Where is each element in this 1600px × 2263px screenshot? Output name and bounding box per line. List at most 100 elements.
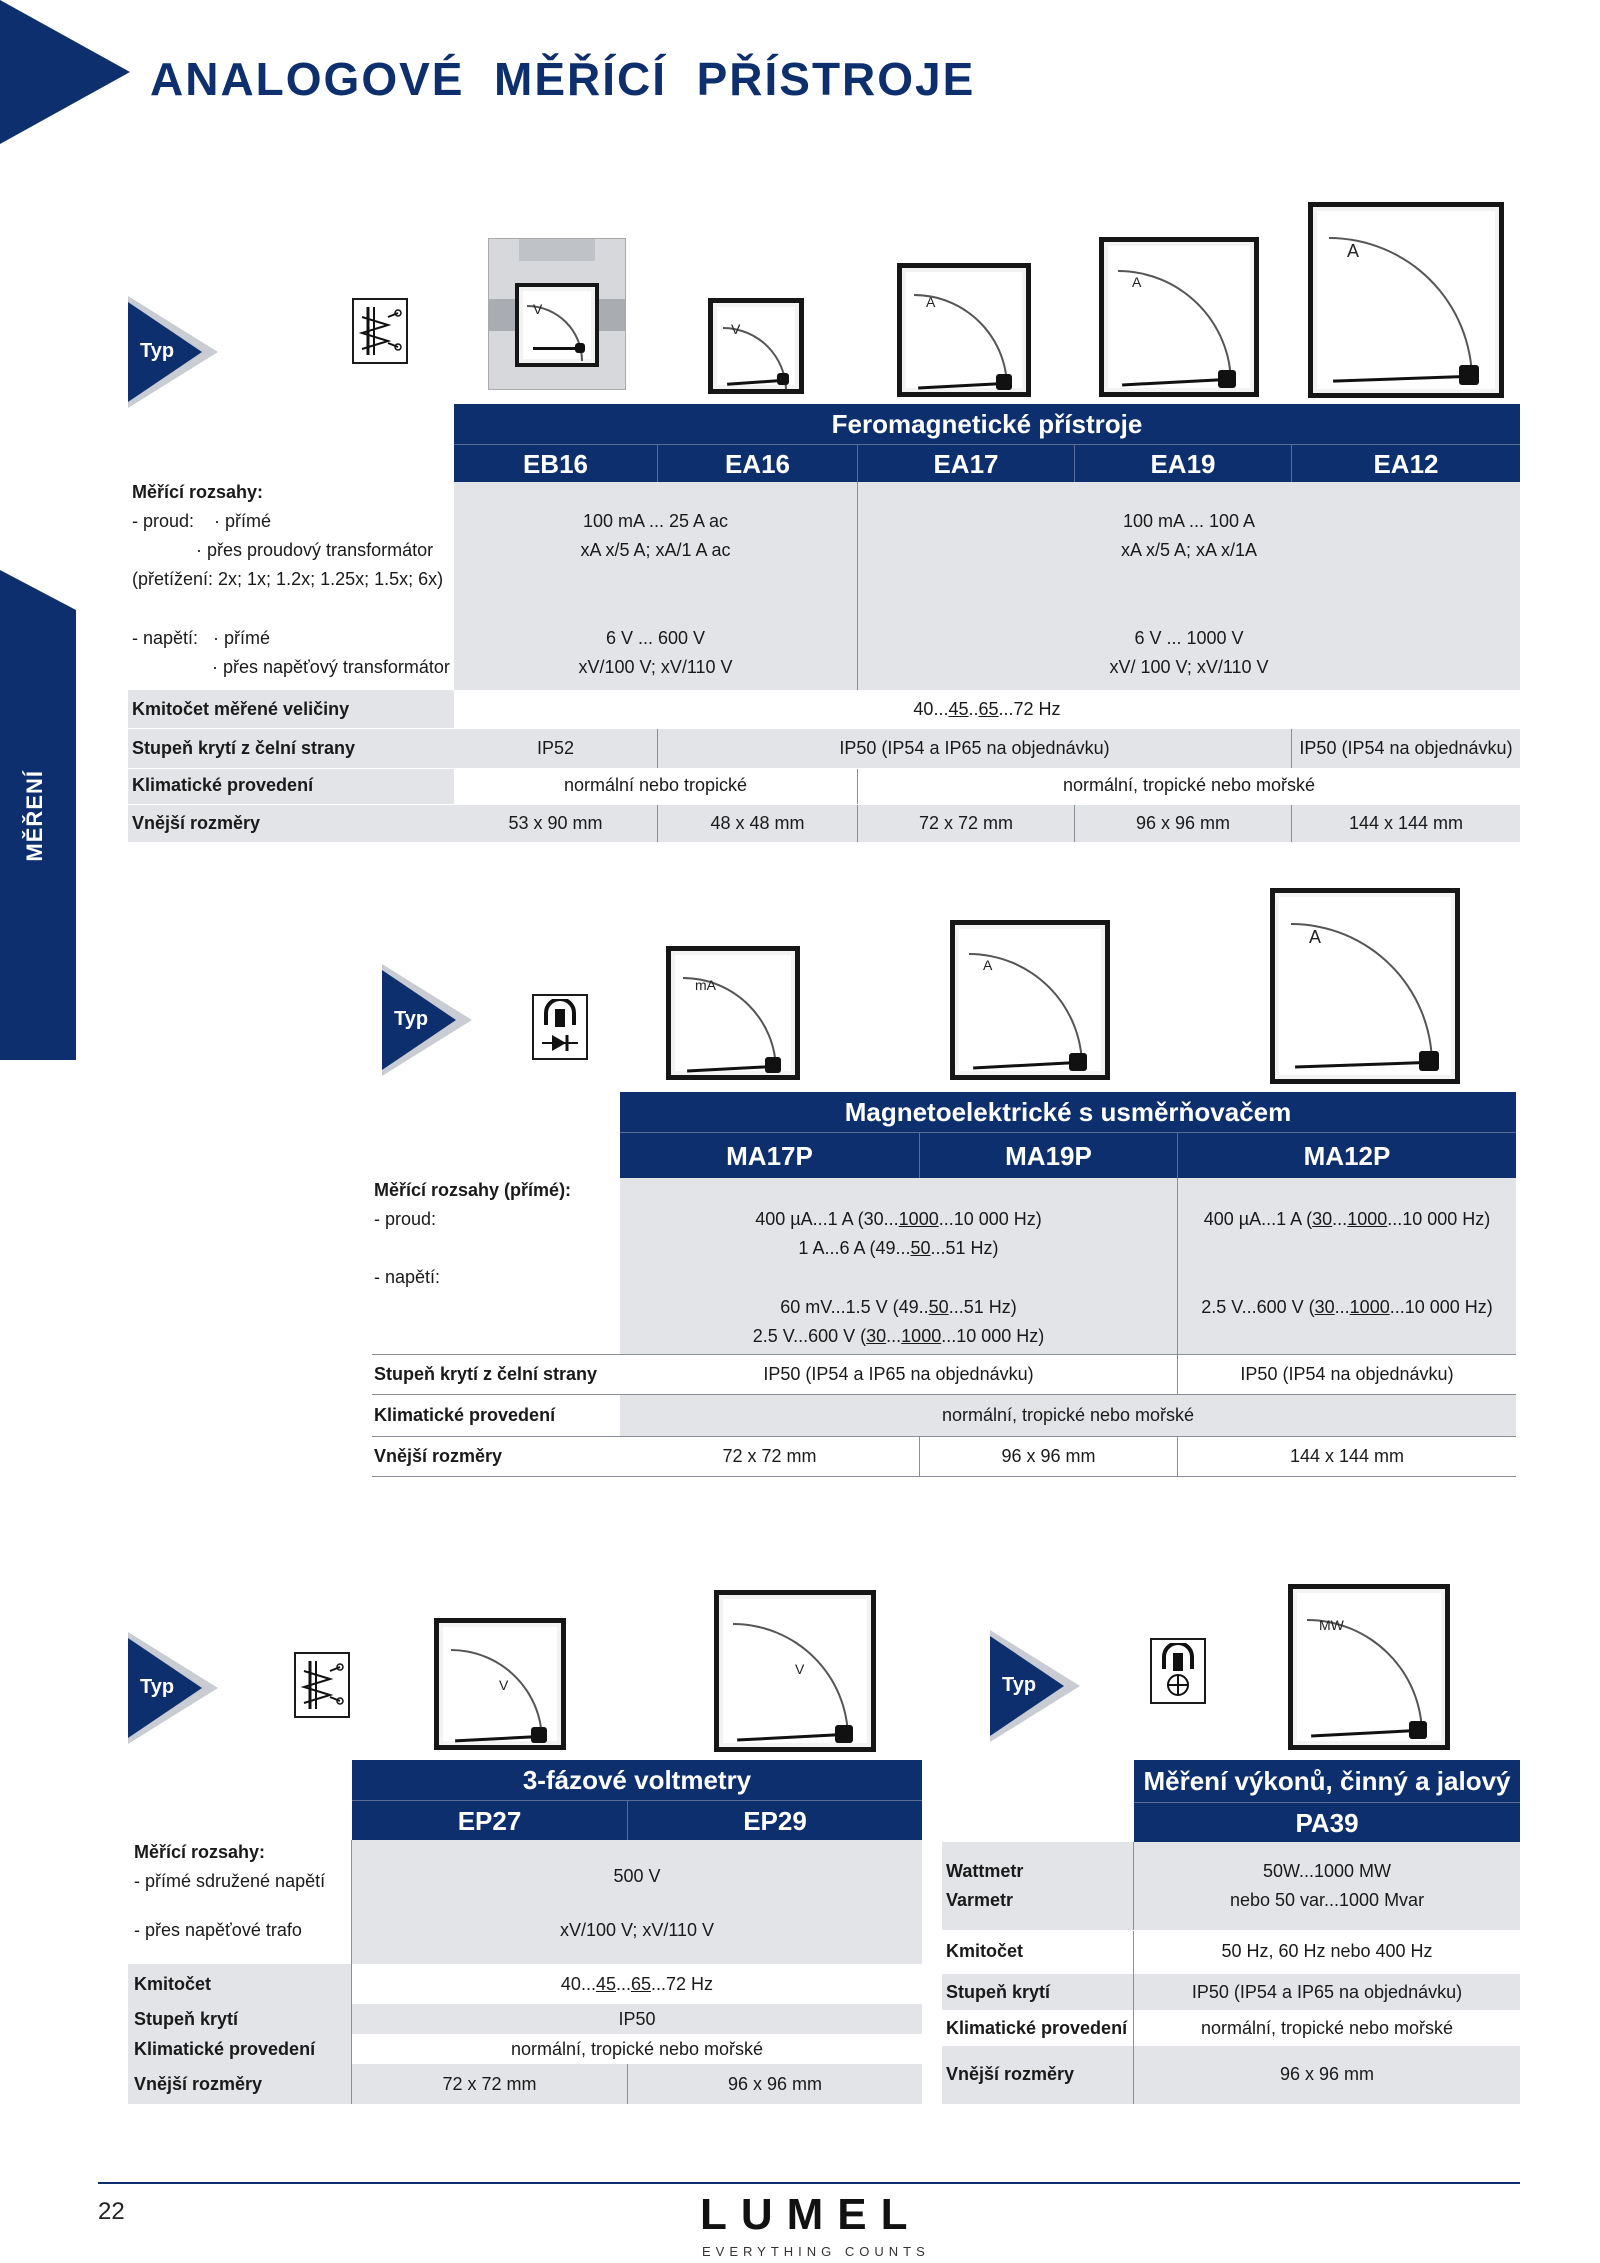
s1-kryti-2: IP50 (IP54 a IP65 na objednávku) bbox=[839, 738, 1110, 758]
s3-prime: 500 V bbox=[613, 1866, 661, 1886]
s1-napeti-b-2: xV/ 100 V; xV/110 V bbox=[1109, 657, 1269, 677]
s1-rozmery-1: 53 x 90 mm bbox=[508, 813, 603, 833]
s3-label-klima: Klimatické provedení bbox=[134, 2039, 316, 2059]
s2-model-ma17p: MA17P bbox=[620, 1132, 920, 1178]
s3-kmitocet: 40...45...65...72 Hz bbox=[560, 1974, 714, 1994]
s1-label-kmitocet: Kmitočet měřené veličiny bbox=[132, 699, 350, 719]
s2-kryti-2: IP50 (IP54 na objednávku) bbox=[1240, 1364, 1454, 1384]
s1-klima-1: normální nebo tropické bbox=[563, 775, 748, 795]
s2-label-rozsahy: Měřící rozsahy (přímé): bbox=[374, 1180, 572, 1200]
s3-model-ep27: EP27 bbox=[352, 1800, 628, 1840]
s2-label-rozmery: Vnější rozměry bbox=[374, 1446, 503, 1466]
s3-label-prime: - přímé sdružené napětí bbox=[134, 1871, 326, 1891]
s2-model-ma19p: MA19P bbox=[920, 1132, 1178, 1178]
s1-title: Feromagnetické přístroje bbox=[454, 404, 1520, 444]
s4-label-klima: Klimatické provedení bbox=[946, 2018, 1128, 2038]
page-number: 22 bbox=[98, 2198, 125, 2225]
typ-badge: Typ bbox=[128, 296, 218, 408]
s2-label-napeti: - napětí: bbox=[374, 1267, 441, 1287]
s2-kryti-1: IP50 (IP54 a IP65 na objednávku) bbox=[763, 1364, 1034, 1384]
s2-rozmery-3: 144 x 144 mm bbox=[1289, 1446, 1405, 1466]
ferromagnetic-symbol-icon bbox=[294, 1652, 350, 1718]
s1-rozmery-5: 144 x 144 mm bbox=[1348, 813, 1464, 833]
meter-ea16: V bbox=[708, 298, 804, 394]
s4-kryti: IP50 (IP54 a IP65 na objednávku) bbox=[1191, 1982, 1463, 2002]
typ-badge: Typ bbox=[128, 1632, 218, 1744]
meter-ea19: A bbox=[1099, 237, 1259, 397]
side-tab bbox=[0, 570, 76, 1060]
s1-kmitocet: 40...45..65...72 Hz bbox=[913, 699, 1061, 719]
s2-label-klima: Klimatické provedení bbox=[374, 1405, 556, 1425]
s3-kryti: IP50 bbox=[618, 2009, 656, 2029]
s1-kryti-3: IP50 (IP54 na objednávku) bbox=[1299, 738, 1513, 758]
s2-proud-b: 400 µA...1 A (30...1000...10 000 Hz) bbox=[1203, 1209, 1491, 1229]
s2-label-kryti: Stupeň krytí z čelní strany bbox=[374, 1364, 598, 1384]
s3-rozmery-1: 72 x 72 mm bbox=[442, 2074, 537, 2094]
side-tab-label: MĚŘENÍ bbox=[22, 770, 47, 862]
s1-napeti-a-2: xV/100 V; xV/110 V bbox=[578, 657, 733, 677]
s4-klima: normální, tropické nebo mořské bbox=[1200, 2018, 1454, 2038]
s2-title: Magnetoelektrické s usměrňovačem bbox=[620, 1092, 1516, 1132]
s1-label-pretizeni: (přetížení: 2x; 1x; 1.2x; 1.25x; 1.5x; 6… bbox=[132, 569, 444, 589]
s1-rozmery-2: 48 x 48 mm bbox=[710, 813, 805, 833]
s1-napeti-b-1: 6 V ... 1000 V bbox=[1134, 628, 1244, 648]
s3-rozmery-2: 96 x 96 mm bbox=[727, 2074, 823, 2094]
s4-label-varmetr: Varmetr bbox=[946, 1890, 1014, 1910]
page-title: ANALOGOVÉ MĚŘÍCÍ PŘÍSTROJE bbox=[150, 53, 976, 105]
brand-logo: LUMEL bbox=[700, 2190, 922, 2239]
s4-label-rozmery: Vnější rozměry bbox=[946, 2064, 1075, 2084]
s1-model-ea17: EA17 bbox=[858, 444, 1075, 482]
s2-napeti-a-2: 2.5 V...600 V (30...1000...10 000 Hz) bbox=[752, 1326, 1045, 1346]
s3-trafo: xV/100 V; xV/110 V bbox=[559, 1920, 715, 1940]
corner-triangle bbox=[0, 0, 130, 144]
s1-label-napeti-nt: · přes napěťový transformátor bbox=[212, 657, 450, 677]
s1-label-kryti: Stupeň krytí z čelní strany bbox=[132, 738, 356, 758]
s2-napeti-b: 2.5 V...600 V (30...1000...10 000 Hz) bbox=[1201, 1297, 1493, 1317]
s3-klima: normální, tropické nebo mořské bbox=[510, 2039, 764, 2059]
s1-proud-a-1: 100 mA ... 25 A ac bbox=[582, 511, 729, 531]
s2-proud-a-2: 1 A...6 A (49...50...51 Hz) bbox=[798, 1238, 999, 1258]
s4-wattmetr: 50W...1000 MW bbox=[1262, 1861, 1392, 1881]
s1-proud-b-2: xA x/5 A; xA x/1A bbox=[1120, 540, 1258, 560]
s4-title: Měření výkonů, činný a jalový bbox=[1134, 1760, 1520, 1802]
s2-rozmery-1: 72 x 72 mm bbox=[722, 1446, 817, 1466]
meter-pa39: MW bbox=[1288, 1584, 1450, 1750]
s4-varmetr: nebo 50 var...1000 Mvar bbox=[1229, 1890, 1425, 1910]
s3-title: 3-fázové voltmetry bbox=[352, 1760, 922, 1800]
s1-label-proud-pt: · přes proudový transformátor bbox=[196, 540, 434, 560]
s1-model-ea16: EA16 bbox=[658, 444, 858, 482]
ferromagnetic-symbol-icon bbox=[352, 298, 408, 364]
s1-ranges-bg bbox=[454, 482, 1520, 690]
meter-ea17: A bbox=[897, 263, 1031, 397]
s4-label-wattmetr: Wattmetr bbox=[946, 1861, 1024, 1881]
meter-ma19p: A bbox=[950, 920, 1110, 1080]
electrodynamic-symbol-icon bbox=[1150, 1638, 1206, 1704]
s1-model-ea19: EA19 bbox=[1075, 444, 1292, 482]
s3-label-kryti: Stupeň krytí bbox=[134, 2009, 239, 2029]
s1-model-ea12: EA12 bbox=[1292, 444, 1520, 482]
s1-rozmery-4: 96 x 96 mm bbox=[1135, 813, 1231, 833]
brand-tagline: EVERYTHING COUNTS bbox=[702, 2244, 930, 2259]
s1-label-proud: - proud: · přímé bbox=[132, 511, 272, 531]
meter-ea12: A bbox=[1308, 202, 1504, 398]
typ-badge: Typ bbox=[990, 1630, 1080, 1742]
s1-rozmery-3: 72 x 72 mm bbox=[918, 813, 1014, 833]
meter-eb16: V bbox=[488, 238, 626, 390]
typ-label: Typ bbox=[140, 340, 175, 362]
s1-napeti-a-1: 6 V ... 600 V bbox=[605, 628, 706, 648]
s4-rozmery: 96 x 96 mm bbox=[1279, 2064, 1375, 2084]
typ-badge: Typ bbox=[382, 964, 472, 1076]
s1-label-rozsahy: Měřící rozsahy: bbox=[132, 482, 264, 502]
s1-label-rozmery: Vnější rozměry bbox=[132, 813, 261, 833]
s3-label-kmitocet: Kmitočet bbox=[134, 1974, 212, 1994]
s2-model-ma12p: MA12P bbox=[1178, 1132, 1516, 1178]
meter-ma17p: mA bbox=[666, 946, 800, 1080]
s2-napeti-a-1: 60 mV...1.5 V (49..50...51 Hz) bbox=[780, 1297, 1017, 1317]
footer-rule bbox=[98, 2182, 1520, 2184]
s4-label-kmitocet: Kmitočet bbox=[946, 1941, 1024, 1961]
s4-kmitocet: 50 Hz, 60 Hz nebo 400 Hz bbox=[1221, 1941, 1433, 1961]
rectifier-symbol-icon bbox=[532, 994, 588, 1060]
s2-proud-a-1: 400 µA...1 A (30...1000...10 000 Hz) bbox=[755, 1209, 1042, 1229]
s3-model-ep29: EP29 bbox=[628, 1800, 922, 1840]
s2-rozmery-2: 96 x 96 mm bbox=[1001, 1446, 1096, 1466]
